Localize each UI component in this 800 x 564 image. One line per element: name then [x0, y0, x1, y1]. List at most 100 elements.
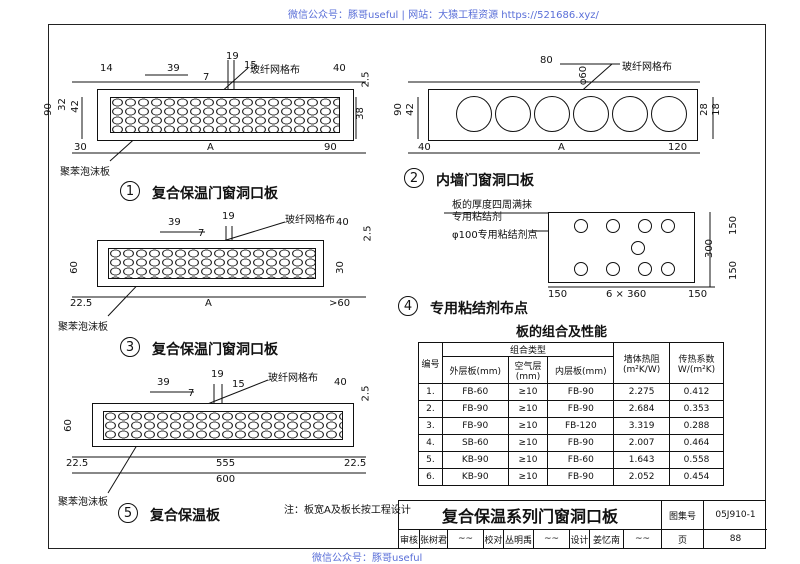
dim: 22.5	[70, 298, 93, 309]
dim: 6 × 360	[606, 289, 647, 300]
dim: 7	[203, 72, 210, 83]
dim: 90	[324, 142, 337, 153]
cell-inner: FB-90	[547, 383, 615, 401]
dim: 15	[232, 379, 245, 390]
dim: 42	[404, 103, 416, 116]
detail1-foam-core	[110, 97, 340, 133]
cell-inner: FB-120	[547, 417, 615, 435]
cell-coef: 0.464	[669, 434, 724, 452]
reviewer-name: 张树君	[419, 530, 447, 548]
cell-num: 5.	[418, 451, 443, 469]
detail2-hole	[534, 96, 570, 132]
atlas-number: 05J910-1	[703, 501, 767, 529]
cell-coef: 0.353	[669, 400, 724, 418]
dim: 60	[68, 261, 80, 274]
detail5-title: 复合保温板	[150, 508, 220, 524]
detail2-hole	[456, 96, 492, 132]
detail3-foam-core	[108, 248, 316, 279]
detail3-number: 3	[120, 337, 140, 357]
detail1-foam-label: 聚苯泡沫板	[60, 167, 110, 178]
detail3-title: 复合保温门窗洞口板	[152, 342, 278, 358]
cell-resist: 2.052	[613, 468, 671, 486]
dim: 7	[198, 228, 205, 239]
table-row: 6. KB-90 ≥10 FB-90 2.052 0.454	[418, 468, 724, 486]
detail4-glue-dot	[638, 262, 652, 276]
table-row: 1. FB-60 ≥10 FB-90 2.275 0.412	[418, 383, 724, 401]
col-header-air: 空气层(mm)	[507, 356, 549, 384]
dim: 42	[69, 100, 81, 113]
dim: 38	[354, 107, 366, 120]
dim: 40	[418, 142, 431, 153]
dim: 32	[56, 98, 68, 111]
detail4-title: 专用粘结剂布点	[430, 301, 528, 317]
dim: 19	[226, 51, 239, 62]
reviewer-signature: ~~	[447, 530, 483, 548]
dim: 22.5	[66, 458, 89, 469]
dim: A	[207, 142, 214, 153]
table-row: 2. FB-90 ≥10 FB-90 2.684 0.353	[418, 400, 724, 418]
detail5-foam-label: 聚苯泡沫板	[58, 497, 108, 508]
drawing-title: 复合保温系列门窗洞口板	[441, 507, 618, 526]
review-label: 审核	[399, 535, 418, 546]
detail1-number: 1	[120, 181, 140, 201]
dim: 19	[211, 369, 224, 380]
cell-inner: FB-90	[547, 434, 615, 452]
design-label: 设计	[569, 530, 589, 548]
dim: 2.5	[360, 71, 372, 88]
detail2-number: 2	[404, 168, 424, 188]
dim: 2.5	[360, 385, 372, 402]
performance-table: 编号 组合类型 墙体热阻(m²K/W) 传热系数W/(m²K) 外层板(mm) …	[418, 342, 724, 486]
designer-name: 姜忆南	[589, 530, 623, 548]
table-title: 板的组合及性能	[516, 325, 608, 340]
cell-num: 4.	[418, 434, 443, 452]
detail1-mesh-label: 玻纤网格布	[250, 65, 300, 76]
detail5-foam-core	[103, 411, 343, 440]
detail4-note-line3: φ100专用粘结剂点	[452, 230, 538, 241]
cell-resist: 2.684	[613, 400, 671, 418]
dim: 39	[168, 217, 181, 228]
title-block: 复合保温系列门窗洞口板 图集号 05J910-1 审核 张树君 ~~ 校对 丛明…	[398, 500, 767, 550]
cell-coef: 0.288	[669, 417, 724, 435]
title-block-top-row: 复合保温系列门窗洞口板 图集号 05J910-1	[399, 501, 767, 530]
designer-signature: ~~	[623, 530, 661, 548]
cell-num: 2.	[418, 400, 443, 418]
detail4-glue-dot	[574, 219, 588, 233]
col-header-num: 编号	[418, 342, 443, 384]
dim: 300	[704, 238, 716, 259]
detail4-number: 4	[398, 296, 418, 316]
dim: 600	[216, 474, 236, 485]
dim: 39	[157, 377, 170, 388]
title-block-bottom-row: 审核 张树君 ~~ 校对 丛明禹 ~~ 设计 姜忆南 ~~ 页 88	[399, 530, 767, 550]
cell-outer: SB-60	[441, 434, 509, 452]
checker-name: 丛明禹	[503, 530, 533, 548]
cell-resist: 2.275	[613, 383, 671, 401]
sheet-note: 注：板宽A及板长按工程设计	[284, 505, 411, 516]
col-header-inner: 内层板(mm)	[547, 356, 615, 384]
cell-resist: 1.643	[613, 451, 671, 469]
cell-air: ≥10	[507, 451, 549, 469]
detail4-glue-dot	[661, 262, 675, 276]
col-header-coef: 传热系数W/(m²K)	[669, 342, 724, 384]
dim: 80	[540, 55, 553, 66]
dim: 150	[688, 289, 708, 300]
dim: >60	[329, 298, 351, 309]
dim: 19	[222, 211, 235, 222]
dim: A	[558, 142, 565, 153]
dim: 39	[167, 63, 180, 74]
cell-coef: 0.412	[669, 383, 724, 401]
cell-outer: FB-60	[441, 383, 509, 401]
dim: 150	[548, 289, 568, 300]
dim: 40	[334, 377, 347, 388]
table-row: 5. KB-90 ≥10 FB-60 1.643 0.558	[418, 451, 724, 469]
cell-air: ≥10	[507, 400, 549, 418]
detail2-hole	[495, 96, 531, 132]
page-number: 88	[703, 530, 767, 548]
cell-air: ≥10	[507, 434, 549, 452]
detail5-mesh-label: 玻纤网格布	[268, 373, 318, 384]
dim: φ60	[578, 65, 590, 86]
cell-coef: 0.454	[669, 468, 724, 486]
dim: 30	[334, 261, 346, 274]
cell-air: ≥10	[507, 417, 549, 435]
detail5-number: 5	[118, 503, 138, 523]
detail4-note-line2: 专用粘结剂	[452, 212, 502, 223]
